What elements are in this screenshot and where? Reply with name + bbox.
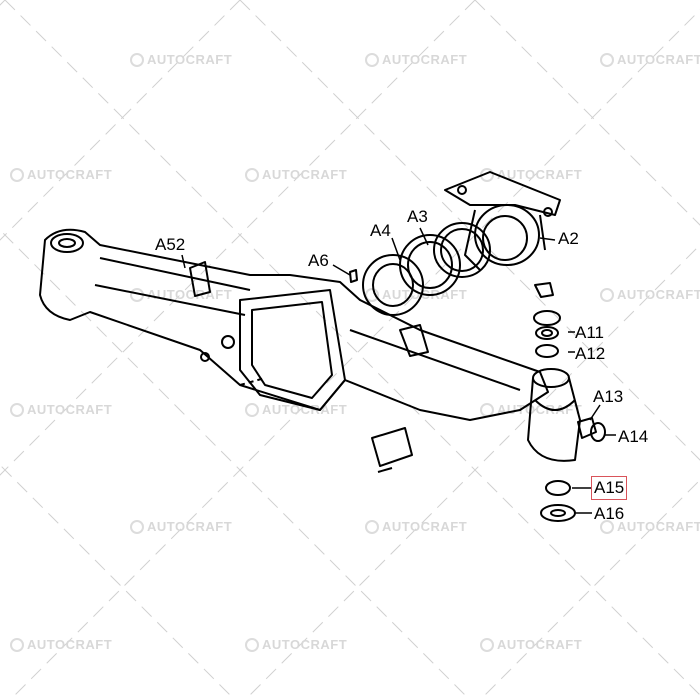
part-label-a6: A6 [308, 251, 329, 270]
watermark-text: AUTOCRAFT [497, 402, 583, 417]
watermark-logo: AUTOCRAFT [10, 167, 112, 182]
watermark-logo: AUTOCRAFT [480, 402, 582, 417]
watermark-ring-icon [130, 519, 144, 534]
watermark-ring-icon [480, 167, 494, 182]
watermark-text: AUTOCRAFT [147, 52, 233, 67]
watermark-dashed-line [479, 479, 700, 700]
watermark-text: AUTOCRAFT [262, 637, 348, 652]
bearing-rings [362, 222, 491, 316]
watermark-ring-icon [365, 519, 379, 534]
watermark-ring-icon [10, 402, 24, 417]
watermark-text: AUTOCRAFT [262, 167, 348, 182]
watermark-logo: AUTOCRAFT [480, 637, 582, 652]
watermark-text: AUTOCRAFT [262, 402, 348, 417]
watermark-text: AUTOCRAFT [617, 287, 700, 302]
watermark-ring-icon [480, 402, 494, 417]
axle-housing [39, 228, 549, 421]
watermark-dashed-line [9, 9, 700, 700]
watermark-text: AUTOCRAFT [382, 519, 468, 534]
part-label-a3: A3 [407, 207, 428, 226]
watermark-logo: AUTOCRAFT [130, 519, 232, 534]
part-label-a12: A12 [575, 344, 606, 363]
watermark-ring-icon [130, 52, 144, 67]
watermark-dashed-line [0, 229, 471, 700]
watermark-ring-icon [480, 637, 494, 652]
watermark-logo: AUTOCRAFT [245, 167, 347, 182]
part-label-a52: A52 [155, 235, 186, 254]
watermark-text: AUTOCRAFT [147, 519, 233, 534]
watermark-dashed-line [244, 244, 700, 700]
watermark-dashed-line [474, 0, 700, 226]
part-label-a2: A2 [558, 229, 579, 248]
part-label-a14: A14 [618, 427, 649, 446]
watermark-logo: AUTOCRAFT [10, 637, 112, 652]
bolt [534, 282, 554, 298]
watermark-ring-icon [245, 637, 259, 652]
watermark-ring-icon [600, 52, 614, 67]
watermark-ring-icon [600, 519, 614, 534]
cover-plate [371, 427, 413, 467]
part-label-a15-highlighted[interactable]: A15 [590, 476, 628, 500]
watermark-text: AUTOCRAFT [617, 52, 700, 67]
watermark-dashed-line [4, 0, 700, 696]
bracket [444, 171, 561, 271]
watermark-text: AUTOCRAFT [382, 52, 468, 67]
watermark-ring-icon [10, 637, 24, 652]
watermark-text: AUTOCRAFT [497, 637, 583, 652]
steering-knuckle [527, 368, 581, 462]
part-label-a13: A13 [593, 387, 624, 406]
watermark-text: AUTOCRAFT [27, 402, 113, 417]
watermark-dashed-line [0, 0, 241, 241]
watermark-dashed-line [0, 0, 476, 476]
watermark-text: AUTOCRAFT [497, 167, 583, 182]
watermark-text: AUTOCRAFT [617, 519, 700, 534]
watermark-ring-icon [365, 52, 379, 67]
watermark-dashed-line [0, 464, 236, 700]
watermark-ring-icon [600, 287, 614, 302]
watermark-logo: AUTOCRAFT [10, 402, 112, 417]
watermark-ring-icon [365, 287, 379, 302]
part-label-a16: A16 [594, 504, 625, 523]
part-label-a4: A4 [370, 221, 391, 240]
watermark-logo: AUTOCRAFT [365, 519, 467, 534]
watermark-logo: AUTOCRAFT [600, 52, 700, 67]
watermark-text: AUTOCRAFT [27, 637, 113, 652]
watermark-ring-icon [10, 167, 24, 182]
part-label-a11: A11 [575, 323, 604, 342]
watermark-ring-icon [245, 402, 259, 417]
watermark-logo: AUTOCRAFT [600, 519, 700, 534]
watermark-logo: AUTOCRAFT [245, 637, 347, 652]
watermark-text: AUTOCRAFT [27, 167, 113, 182]
watermark-ring-icon [245, 167, 259, 182]
watermark-logo: AUTOCRAFT [480, 167, 582, 182]
watermark-logo: AUTOCRAFT [130, 52, 232, 67]
watermark-logo: AUTOCRAFT [365, 52, 467, 67]
watermark-logo: AUTOCRAFT [245, 402, 347, 417]
watermark-logo: AUTOCRAFT [600, 287, 700, 302]
watermark-dashed-line [239, 0, 700, 461]
